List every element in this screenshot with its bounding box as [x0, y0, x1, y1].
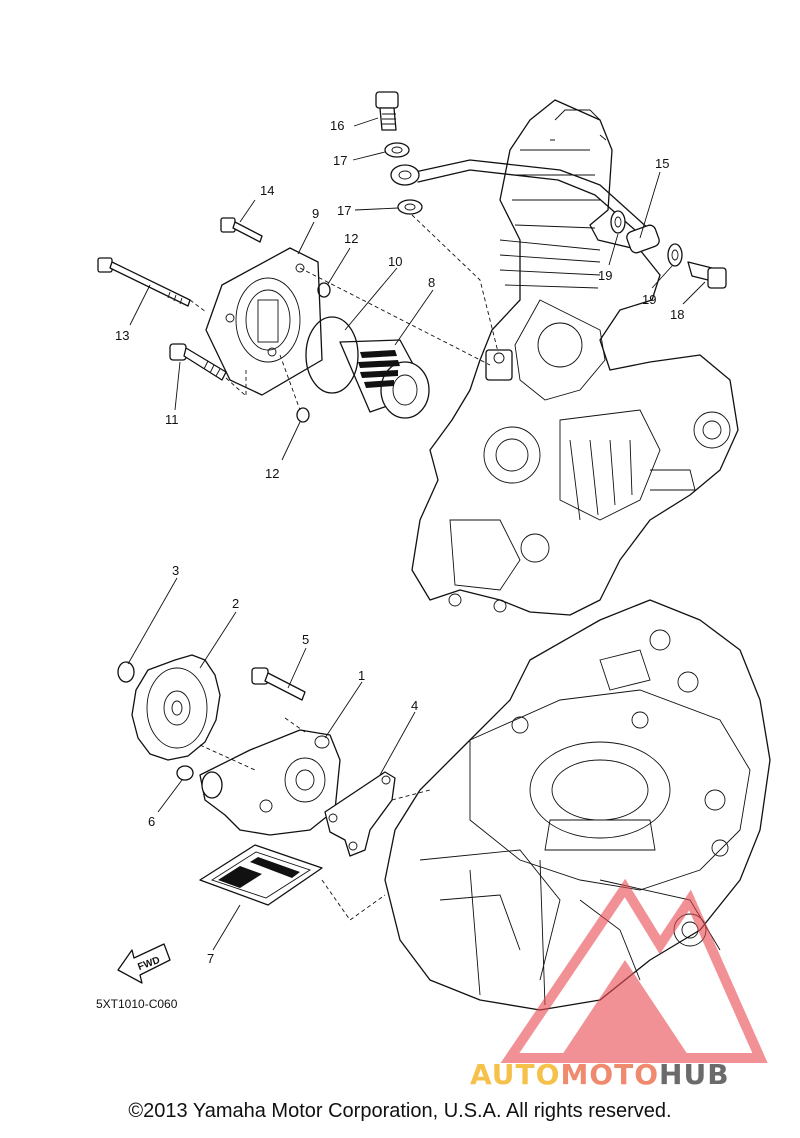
callout-11: 11 [165, 412, 179, 427]
copper-washers-17 [384, 142, 423, 215]
callout-3: 3 [172, 563, 179, 578]
watermark-moto: MOTO [560, 1058, 660, 1091]
callout-leaders [127, 117, 706, 951]
bolt-leader-dashed [189, 299, 247, 398]
watermark-auto: AUTO [470, 1058, 561, 1091]
crankcase-upper [411, 99, 739, 616]
bolt-5 [251, 667, 306, 701]
callout-14: 14 [260, 183, 274, 198]
callout-1: 1 [358, 668, 365, 683]
callout-19-right: 19 [642, 292, 656, 307]
callout-numbers: 16 17 17 15 14 9 12 10 8 13 11 12 19 19 … [115, 118, 684, 966]
watermark-text: AUTOMOTOHUB [470, 1058, 730, 1091]
callout-10: 10 [388, 254, 402, 269]
watermark-hub: HUB [659, 1058, 730, 1091]
callout-9: 9 [312, 206, 319, 221]
callout-15: 15 [655, 156, 669, 171]
callout-6: 6 [148, 814, 155, 829]
bolt-13 [97, 257, 191, 307]
fwd-arrow-icon: FWD [117, 943, 171, 984]
oil-filter-cover [205, 247, 323, 396]
oil-delivery-pipe [390, 159, 660, 254]
pipe-leader-dashed [411, 214, 499, 353]
callout-7: 7 [207, 951, 214, 966]
o-ring-12-top [317, 282, 331, 298]
callout-8: 8 [428, 275, 435, 290]
o-ring-10 [305, 316, 359, 394]
cover-leader-dashed [279, 267, 491, 411]
callout-19-left: 19 [598, 268, 612, 283]
callout-4: 4 [411, 698, 418, 713]
copyright-notice: ©2013 Yamaha Motor Corporation, U.S.A. A… [128, 1100, 672, 1122]
gasket-4 [324, 771, 396, 857]
washers-19 [610, 210, 683, 267]
bolt-11 [169, 343, 227, 381]
pump-leader-dashed [199, 717, 431, 921]
callout-2: 2 [232, 596, 239, 611]
automotohub-logo [500, 878, 768, 1063]
callout-12-bottom: 12 [265, 466, 279, 481]
union-bolt-18 [687, 261, 727, 289]
oil-pump-assy [199, 729, 341, 836]
oil-strainer-7 [199, 844, 323, 906]
bolt-14 [220, 217, 263, 243]
callout-16: 16 [330, 118, 344, 133]
callout-17-upper: 17 [333, 153, 347, 168]
callout-17-lower: 17 [337, 203, 351, 218]
o-ring-12-bottom [296, 407, 310, 423]
circlip-3 [117, 661, 135, 683]
callout-12-top: 12 [344, 231, 358, 246]
oil-filter-element [339, 339, 430, 419]
callout-5: 5 [302, 632, 309, 647]
diagram-code: 5XT1010-C060 [96, 997, 178, 1011]
union-bolt-16 [375, 91, 399, 131]
callout-18: 18 [670, 307, 684, 322]
oil-pump-gear [131, 654, 221, 761]
pin-6 [176, 765, 194, 781]
callout-13: 13 [115, 328, 129, 343]
